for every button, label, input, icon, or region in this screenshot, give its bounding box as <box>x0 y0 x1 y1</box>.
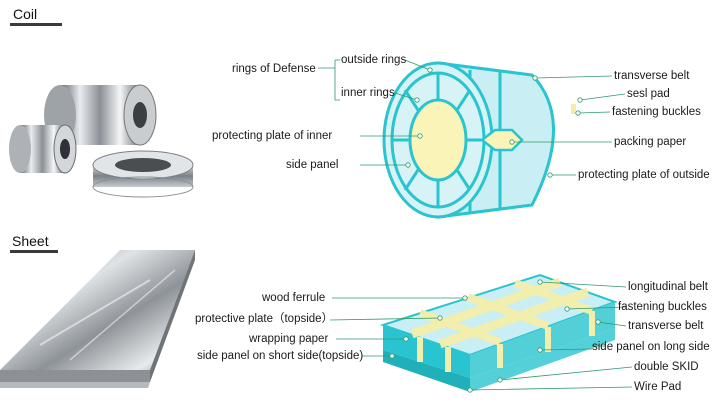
label-rings-of-defense: rings of Defense <box>232 63 316 75</box>
sheet-section-rule <box>10 250 58 253</box>
label-wood-ferrule: wood ferrule <box>262 292 326 304</box>
label-side-panel: side panel <box>286 159 339 171</box>
label-side-panel-short-side: side panel on short side(topside) <box>197 350 364 362</box>
label-packing-paper: packing paper <box>614 136 687 148</box>
label-double-skid: double SKID <box>634 361 699 373</box>
label-inner-rings: inner rings <box>341 87 395 99</box>
label-protecting-plate-outside: protecting plate of outside <box>578 169 710 181</box>
label-outside-rings: outside rings <box>341 54 407 66</box>
label-transverse-belt: transverse belt <box>614 70 690 82</box>
label-protecting-plate-inner: protecting plate of inner <box>212 130 333 142</box>
coil-inner-plate <box>408 98 468 182</box>
coil-section-rule <box>10 23 62 26</box>
coil-photo <box>9 84 194 198</box>
pallet-right-face <box>470 302 615 378</box>
label-longitudinal-belt: longitudinal belt <box>628 281 708 293</box>
label-fastening-buckles-sheet: fastening buckles <box>618 301 707 313</box>
sheet-section-title: Sheet <box>12 233 49 249</box>
label-sesl-pad: sesl pad <box>627 88 670 100</box>
coil-packing-paper <box>479 128 524 152</box>
label-side-panel-long-side: side panel on long side <box>592 341 710 353</box>
label-protective-plate-topside: protective plate（topside） <box>195 313 334 325</box>
label-transverse-belt-sheet: transverse belt <box>628 320 704 332</box>
label-fastening-buckles-coil: fastening buckles <box>612 106 701 118</box>
coil-section-title: Coil <box>13 6 38 22</box>
label-wire-pad: Wire Pad <box>634 381 682 393</box>
label-wrapping-paper: wrapping paper <box>249 333 329 345</box>
sheet-photo <box>0 250 195 388</box>
